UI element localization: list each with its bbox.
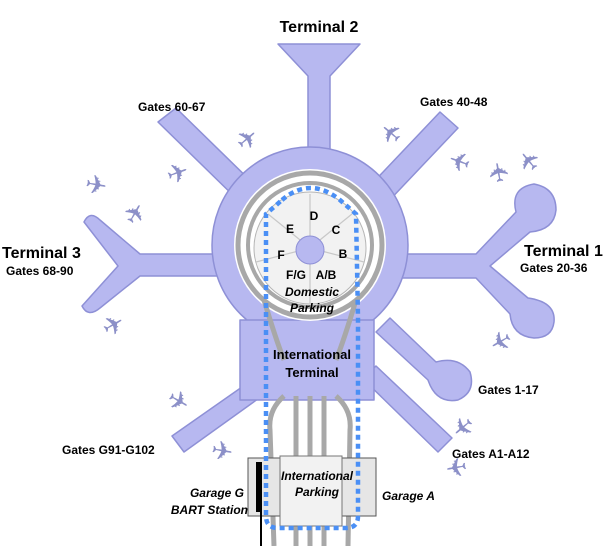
section-f-label: F (277, 248, 285, 262)
airplane-icon: ✈ (483, 158, 517, 186)
section-fg-label: F/G (286, 268, 306, 282)
gates-a1-a12-label: Gates A1-A12 (452, 447, 530, 461)
gates-1-17-label: Gates 1-17 (478, 383, 539, 397)
terminal-3-label: Terminal 3 (2, 245, 81, 262)
terminal-2-pier (277, 43, 361, 151)
international-terminal-block (239, 319, 375, 401)
road-loop-outer (235, 170, 385, 320)
section-ab-label: A/B (315, 268, 337, 282)
airplane-icon: ✈ (208, 435, 236, 469)
international-parking-label-line2: Parking (294, 485, 340, 499)
gates-g91-g102-label: Gates G91-G102 (62, 443, 155, 457)
bart-station-label: BART Station (170, 503, 248, 517)
terminal-1-pier (391, 183, 557, 339)
gates-40-48-label: Gates 40-48 (420, 95, 488, 109)
garage-a-label: Garage A (382, 489, 435, 503)
terminal-1-label: Terminal 1 (524, 243, 603, 260)
section-b-label: B (338, 247, 348, 261)
terminal-1-gates-label: Gates 20-36 (520, 261, 588, 275)
international-parking-label-line1: International (280, 469, 354, 483)
parking-hub-circle (295, 235, 325, 265)
dotted-route-loop (263, 185, 361, 531)
section-d-label: D (309, 209, 319, 223)
bart-track (256, 462, 262, 512)
gates-60-67-label: Gates 60-67 (138, 100, 206, 114)
gates-1-17-pier (375, 317, 473, 402)
road-loop-inner (246, 181, 374, 309)
garage-a-block (339, 457, 377, 517)
international-terminal-label-line2: Terminal (285, 365, 339, 380)
international-parking-block (279, 455, 343, 527)
section-c-label: C (331, 223, 341, 237)
garage-g-label: Garage G (189, 486, 244, 500)
terminal-3-pier (81, 214, 223, 314)
airplane-icon: ✈ (82, 169, 110, 203)
domestic-parking-label-line1: Domestic (284, 285, 340, 299)
terminal-2-label: Terminal 2 (279, 19, 359, 36)
domestic-parking-label-line2: Parking (289, 301, 335, 315)
terminal-3-gates-label: Gates 68-90 (6, 264, 74, 278)
section-e-label: E (285, 222, 295, 236)
international-terminal-label-line1: International (272, 347, 352, 362)
